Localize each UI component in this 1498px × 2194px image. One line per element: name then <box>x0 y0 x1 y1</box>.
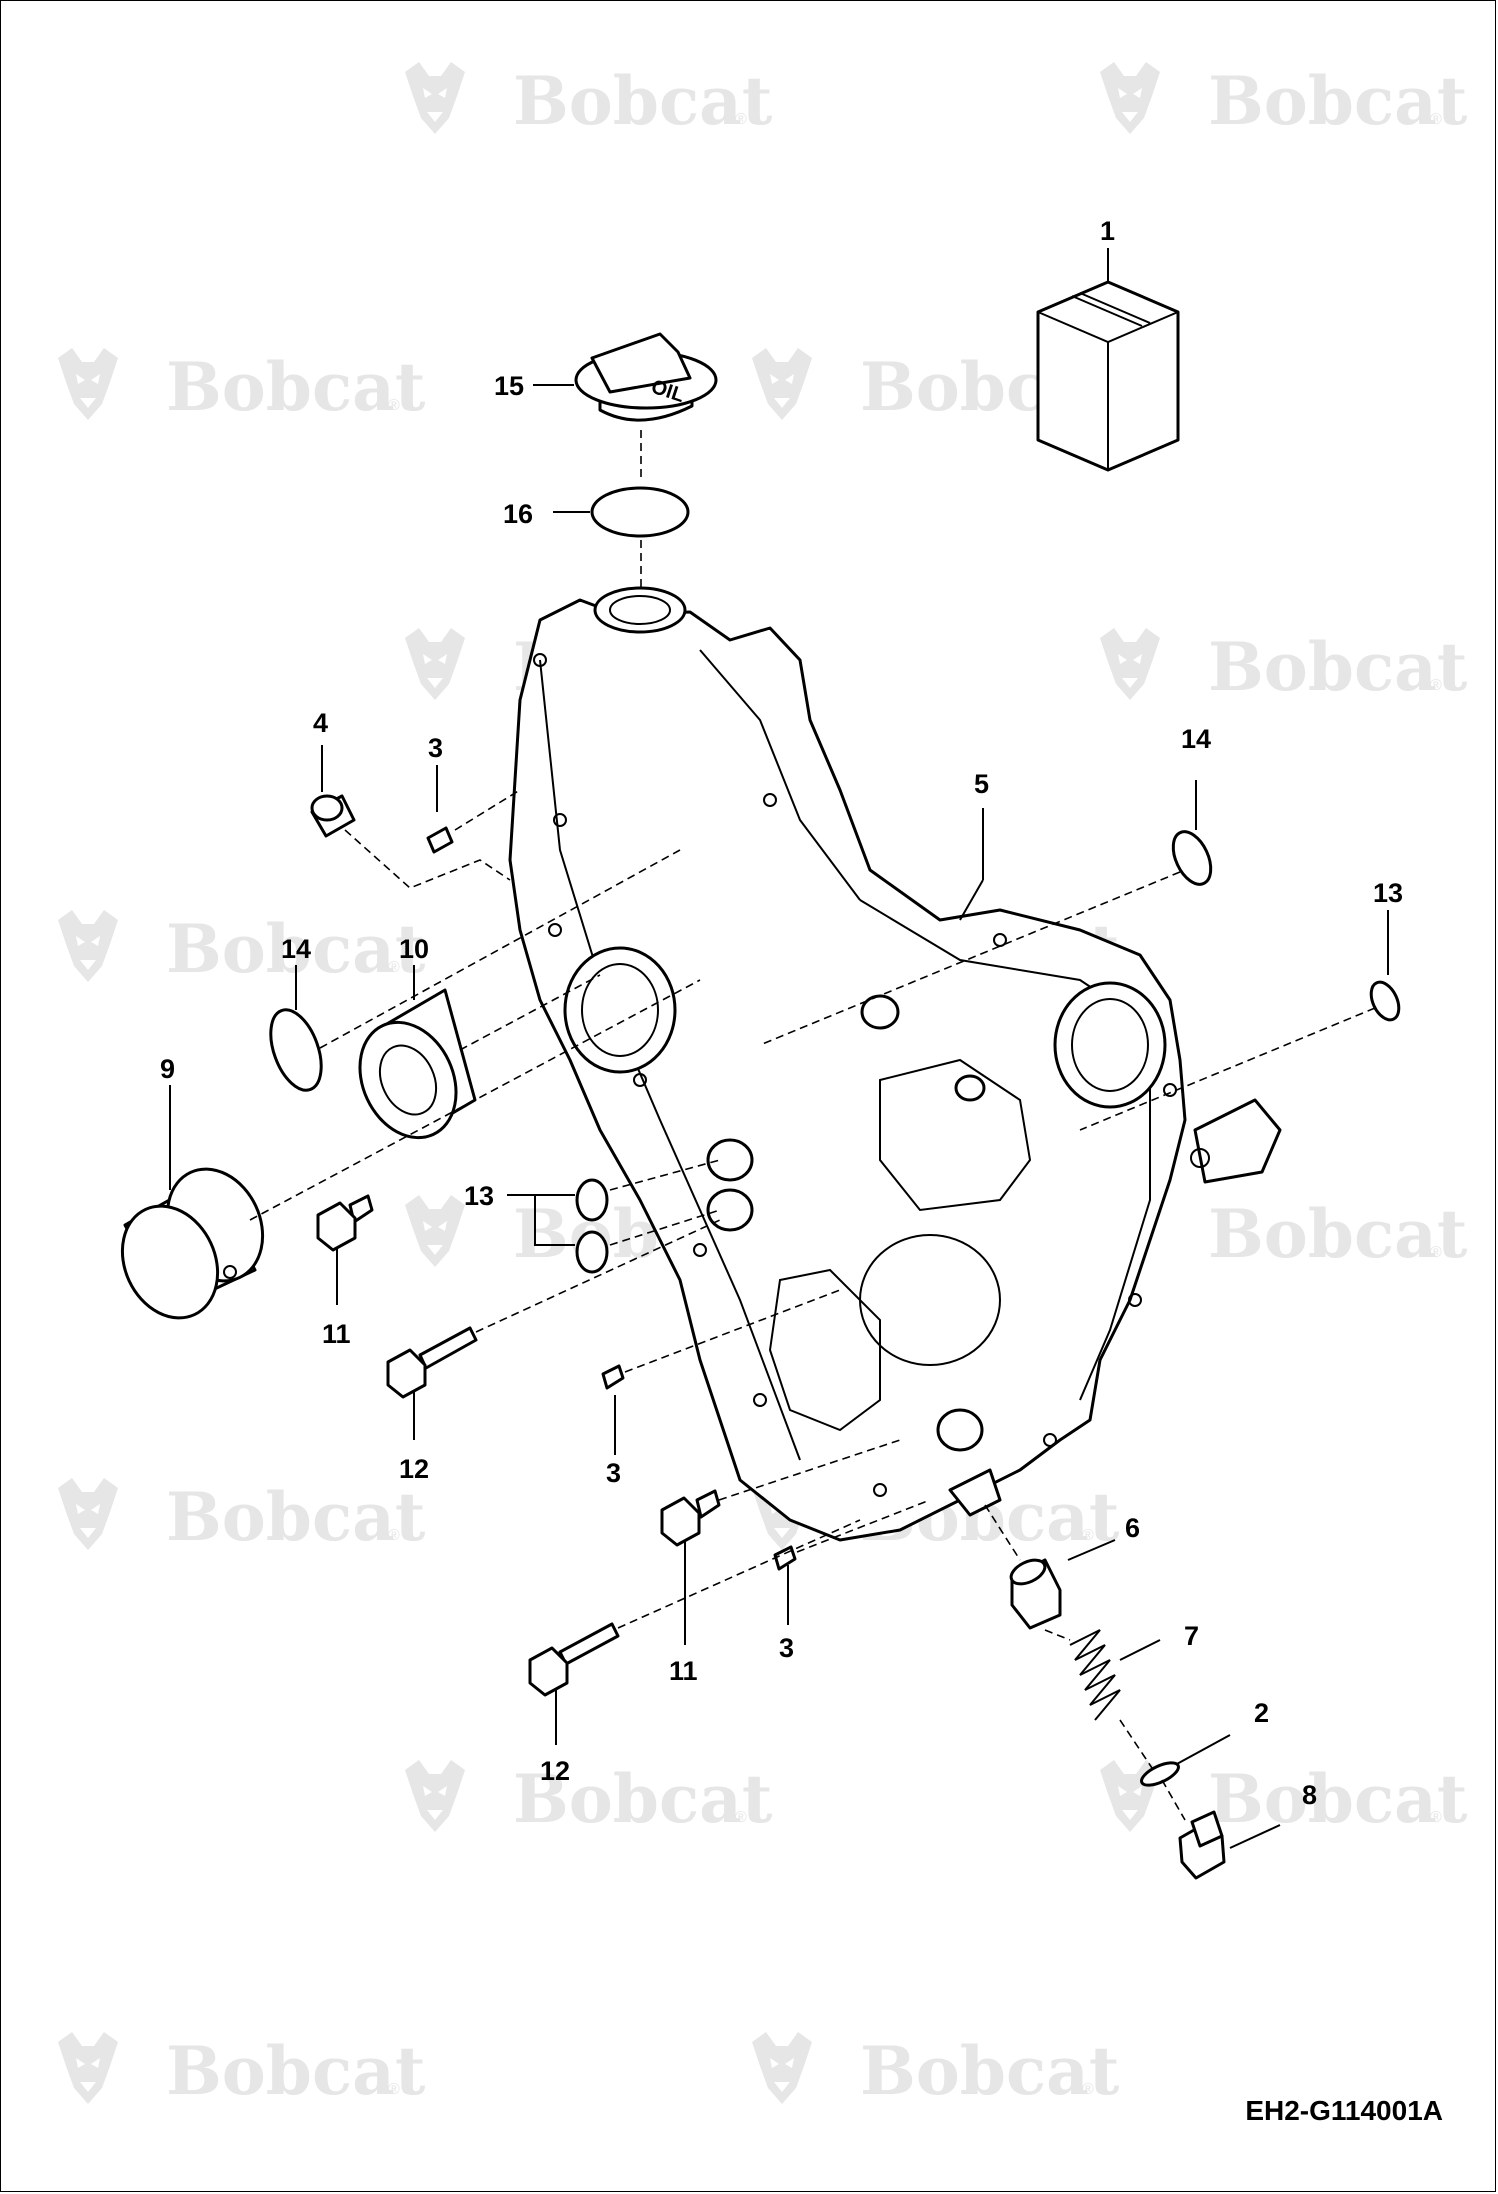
part-14-o-ring-right <box>1171 780 1213 886</box>
watermark-logo: Bobcat ® <box>1100 62 1468 140</box>
bobcat-logo-icon <box>405 1195 465 1267</box>
watermark-logo: Bobcat ® <box>1100 1195 1468 1273</box>
callout-12-lower: 12 <box>540 1756 570 1786</box>
drawing-reference: EH2-G114001A <box>1245 2095 1443 2126</box>
watermark-text: Bobcat <box>1208 628 1468 706</box>
callout-4: 4 <box>313 708 328 738</box>
part-13-o-rings-center <box>507 1178 609 1274</box>
part-8-plug <box>1178 1810 1281 1880</box>
callout-10: 10 <box>399 934 429 964</box>
callout-1: 1 <box>1100 216 1115 246</box>
callout-13-center: 13 <box>464 1181 494 1211</box>
watermark-text: Bobcat <box>513 62 773 140</box>
watermark-text: Bobcat <box>860 2032 1120 2110</box>
part-16-o-ring <box>553 486 690 538</box>
part-13-o-ring-right <box>1369 910 1401 1022</box>
watermark-registered-mark: ® <box>1430 1244 1442 1261</box>
part-6-valve <box>1009 1539 1116 1630</box>
watermark-logo: Bobcat ® <box>58 2032 426 2110</box>
part-14-o-ring-left <box>269 965 323 1092</box>
watermark-logo: Bobcat ® <box>405 62 773 140</box>
bobcat-logo-icon <box>752 348 812 420</box>
watermark-logo: Bobcat ® <box>58 910 426 988</box>
bobcat-logo-icon <box>58 1478 118 1550</box>
watermark-registered-mark: ® <box>1430 1809 1442 1826</box>
watermark-logo: Bobcat ® <box>405 1760 773 1838</box>
callout-14-left: 14 <box>281 934 311 964</box>
bobcat-logo-icon <box>1100 62 1160 134</box>
callout-3-lower: 3 <box>779 1633 794 1663</box>
bobcat-logo-icon <box>405 1760 465 1832</box>
watermark-text: Bobcat <box>166 2032 426 2110</box>
bobcat-logo-icon <box>1100 628 1160 700</box>
watermark-text: Bobcat <box>1208 1760 1468 1838</box>
watermark-logo: Bobcat ® <box>58 1478 426 1556</box>
callout-11-lower: 11 <box>669 1656 698 1686</box>
part-5-gear-case <box>508 586 1282 1542</box>
watermark-registered-mark: ® <box>1082 1527 1094 1544</box>
watermark-text: Bobcat <box>1208 62 1468 140</box>
callout-16: 16 <box>503 499 533 529</box>
callout-14-right: 14 <box>1181 724 1211 754</box>
callout-12-upper: 12 <box>399 1454 429 1484</box>
part-3-dowel-pin-lower <box>773 1545 797 1625</box>
callout-3-middle: 3 <box>606 1458 621 1488</box>
watermark-text: Bobcat <box>166 348 426 426</box>
callout-labels: 1 15 16 4 3 5 14 13 14 10 9 13 11 12 3 6… <box>160 216 1403 1810</box>
part-4-plug <box>310 745 356 838</box>
watermark-text: Bobcat <box>166 1478 426 1556</box>
watermark-registered-mark: ® <box>388 959 400 976</box>
part-1-kit-box <box>1036 248 1180 472</box>
watermark-registered-mark: ® <box>735 111 747 128</box>
callout-2: 2 <box>1254 1698 1269 1728</box>
watermark-logo: Bobcat ® <box>58 348 426 426</box>
callout-7: 7 <box>1184 1621 1199 1651</box>
bobcat-logo-icon <box>405 628 465 700</box>
callout-6: 6 <box>1125 1513 1140 1543</box>
part-11-bolt-lower <box>660 1489 721 1645</box>
watermark-logo: Bobcat ® <box>752 2032 1120 2110</box>
watermark-logo: Bobcat ® <box>1100 628 1468 706</box>
part-7-spring <box>1069 1629 1161 1721</box>
bobcat-logo-icon <box>58 910 118 982</box>
bobcat-logo-icon <box>752 2032 812 2104</box>
part-3-dowel-pin-middle <box>601 1364 625 1455</box>
watermark-registered-mark: ® <box>735 1809 747 1826</box>
watermark-registered-mark: ® <box>388 1527 400 1544</box>
part-15-oil-filler-cap: OIL <box>533 332 718 422</box>
bobcat-logo-icon <box>58 348 118 420</box>
callout-15: 15 <box>494 371 524 401</box>
part-11-bolt-upper <box>316 1194 374 1305</box>
part-9-cover-cup <box>120 1085 265 1320</box>
watermark-registered-mark: ® <box>1430 111 1442 128</box>
watermark-registered-mark: ® <box>1430 677 1442 694</box>
bobcat-logo-icon <box>58 2032 118 2104</box>
bobcat-logo-icon <box>405 62 465 134</box>
watermark-text: Bobcat <box>513 1760 773 1838</box>
callout-8: 8 <box>1302 1780 1317 1810</box>
callout-3-top: 3 <box>428 733 443 763</box>
callout-11-upper: 11 <box>322 1319 351 1349</box>
part-3-dowel-pin-top <box>426 765 454 854</box>
watermark-registered-mark: ® <box>388 2081 400 2098</box>
part-12-bolt-lower <box>528 1622 620 1745</box>
callout-9: 9 <box>160 1054 175 1084</box>
watermark-registered-mark: ® <box>388 397 400 414</box>
callout-5: 5 <box>974 769 989 799</box>
watermark-registered-mark: ® <box>1082 2081 1094 2098</box>
watermark-text: Bobcat <box>1208 1195 1468 1273</box>
part-12-bolt-upper <box>386 1326 478 1440</box>
part-10-ball-bearing <box>358 965 477 1140</box>
callout-13-right: 13 <box>1373 878 1403 908</box>
watermark-logo: Bobcat ® <box>1100 1760 1468 1838</box>
